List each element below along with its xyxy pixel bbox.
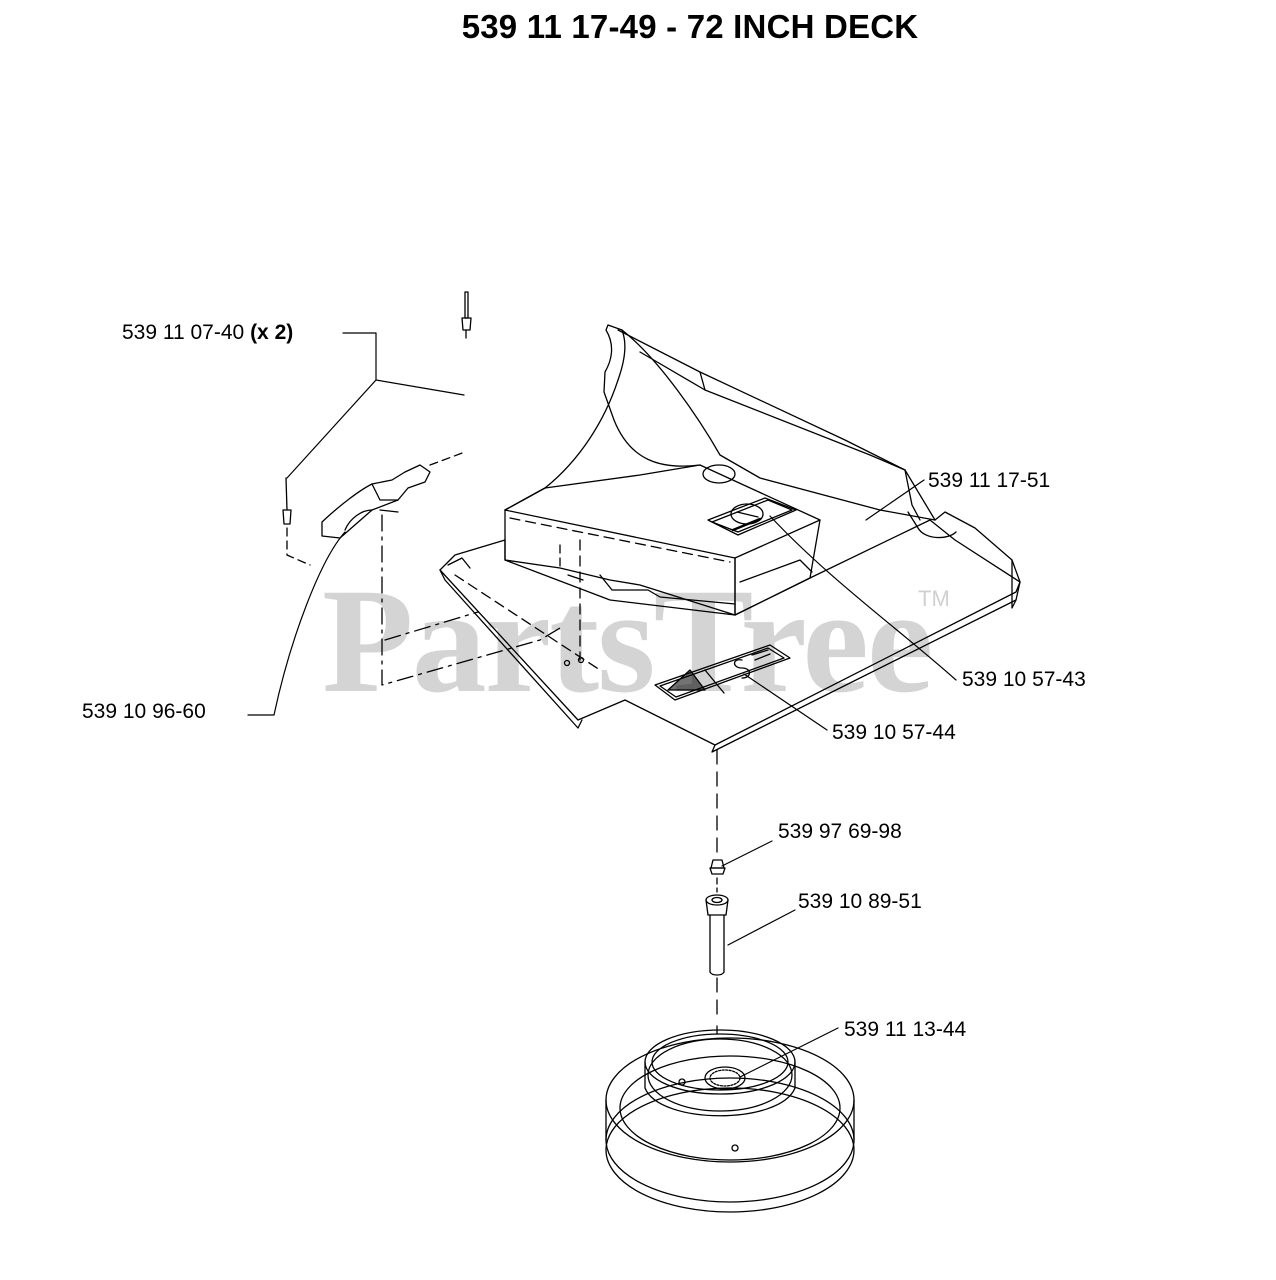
decal-deck-plate (654, 644, 791, 701)
deck-cover-assembly (439, 324, 1021, 753)
watermark: PartsTree (322, 558, 933, 724)
nut-539-97-69-98 (709, 859, 726, 875)
housing-right (734, 519, 821, 616)
callout-539-10-57-44: 539 10 57-44 (832, 721, 956, 744)
callout-539-11-17-51: 539 11 17-51 (928, 469, 1051, 492)
deck-plate-edge (439, 569, 583, 729)
plate-hole (577, 656, 585, 664)
part-number: 539 11 07-40 (122, 321, 245, 344)
callout-539-10-57-43: 539 10 57-43 (962, 668, 1086, 691)
callout-539-97-69-98: 539 97 69-98 (778, 820, 902, 843)
leader-lines (247, 332, 957, 1078)
rivet-left (282, 477, 292, 525)
watermark-trademark: TM (918, 586, 950, 611)
deck-side-flange (934, 511, 1021, 583)
callout-539-10-96-60: 539 10 96-60 (82, 700, 206, 723)
callout-539-11-07-40: 539 11 07-40 (x 2) (122, 322, 293, 343)
callout-539-11-13-44: 539 11 13-44 (844, 1018, 967, 1041)
housing-hole (702, 464, 736, 484)
housing-top (504, 464, 821, 559)
decal-housing (707, 497, 797, 536)
deck-plate (439, 519, 1021, 746)
plate-hole (563, 659, 571, 667)
pulley-539-11-13-44 (605, 1025, 855, 1213)
callout-539-10-89-51: 539 10 89-51 (798, 890, 922, 913)
diagram-title: 539 11 17-49 - 72 INCH DECK (461, 8, 919, 45)
latch-handle (321, 464, 431, 539)
rivet-right (461, 291, 472, 339)
rear-guard (504, 324, 701, 511)
housing-front (504, 509, 736, 616)
spacer-539-10-89-51 (705, 894, 729, 976)
part-quantity: (x 2) (250, 321, 294, 344)
